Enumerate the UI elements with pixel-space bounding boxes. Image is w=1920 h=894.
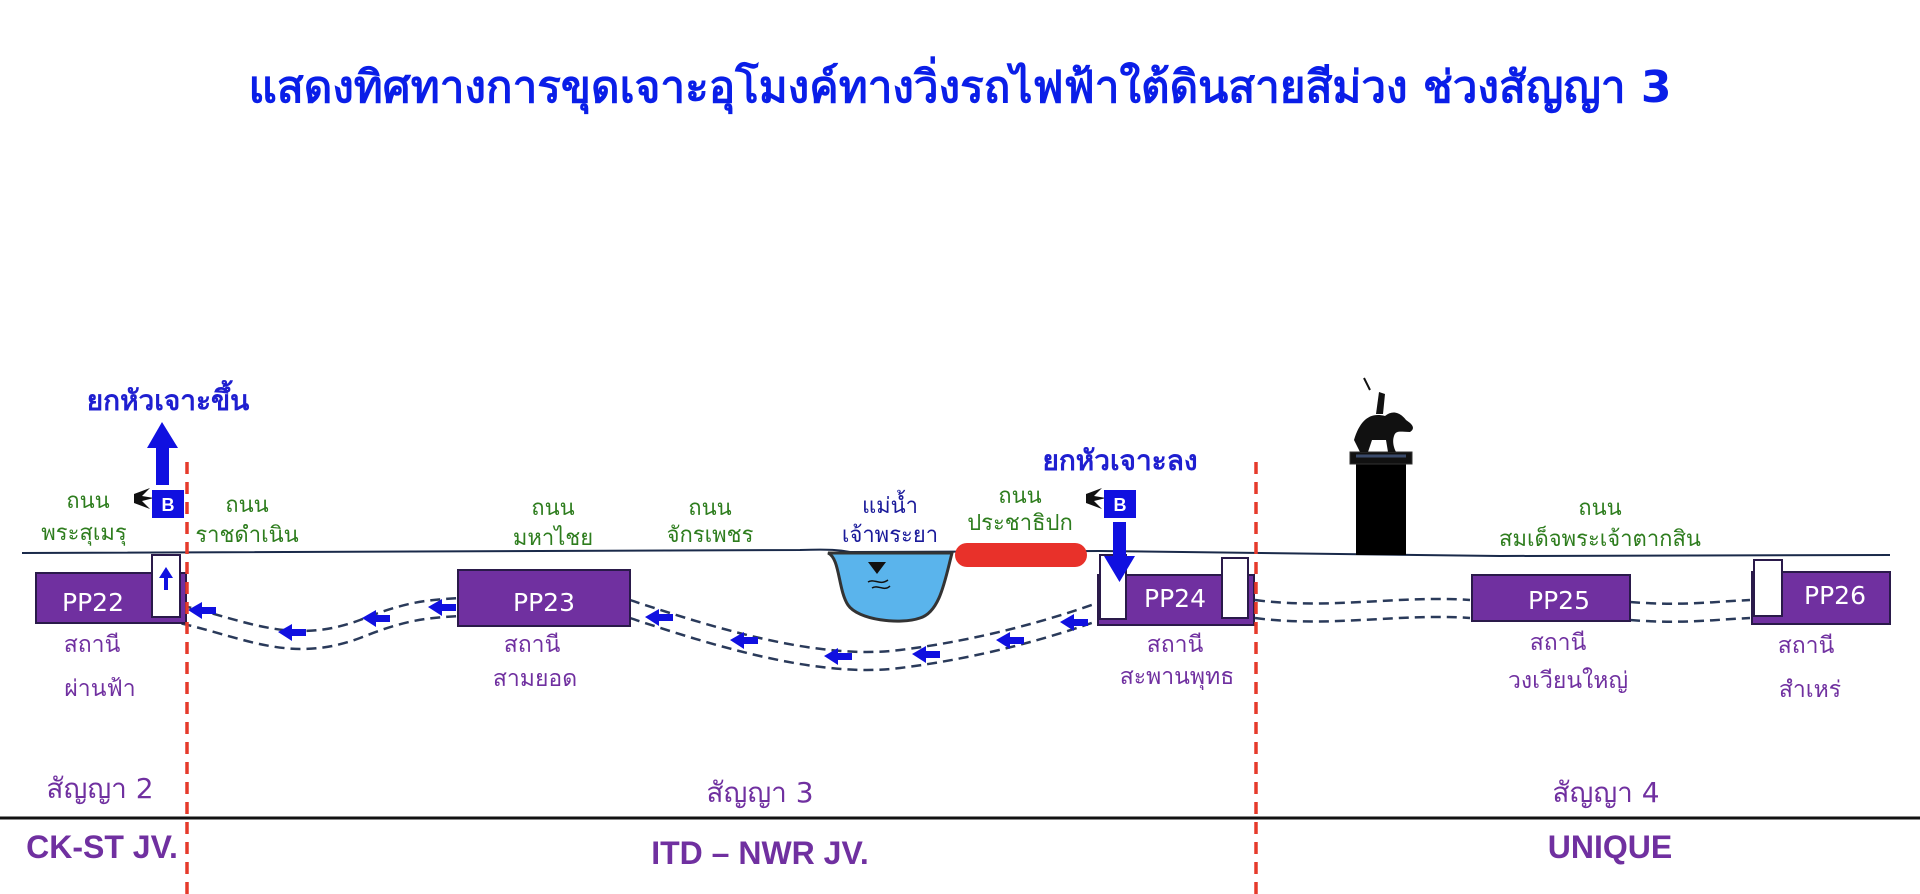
road-label: ถนน bbox=[531, 496, 574, 521]
tunnel-lines bbox=[149, 596, 1751, 672]
arrow-up-icon bbox=[159, 567, 173, 590]
station-code: PP23 bbox=[513, 588, 575, 617]
b-marker-text: B bbox=[162, 495, 175, 515]
station-code: PP22 bbox=[62, 588, 124, 617]
contract-name: สัญญา 2 bbox=[46, 772, 153, 805]
obstacle-bar bbox=[955, 543, 1087, 567]
station-label: สถานี bbox=[1778, 633, 1835, 659]
contractor-name: ITD – NWR JV. bbox=[651, 835, 869, 871]
station-name: สะพานพุทธ bbox=[1120, 664, 1235, 690]
road-label: สมเด็จพระเจ้าตากสิน bbox=[1499, 524, 1701, 552]
station-pp25: PP25 bbox=[1471, 574, 1631, 622]
water-level-icon bbox=[868, 562, 886, 574]
river-basin bbox=[827, 551, 954, 623]
up-arrow-icon bbox=[147, 422, 178, 485]
monument-icon bbox=[1349, 377, 1413, 555]
road-label: มหาไชย bbox=[513, 525, 593, 551]
road-label: ถนน bbox=[1578, 496, 1621, 521]
page-title: แสดงทิศทางการขุดเจาะอุโมงค์ทางวิ่งรถไฟฟ้… bbox=[248, 62, 1672, 113]
station-label: สถานี bbox=[1147, 632, 1204, 658]
contractor-name: CK-ST JV. bbox=[26, 829, 178, 865]
station-name: สามยอด bbox=[493, 666, 577, 692]
station-code: PP24 bbox=[1144, 584, 1206, 613]
lower-down-label: ยกหัวเจาะลง bbox=[1042, 444, 1197, 477]
contract-name: สัญญา 4 bbox=[1552, 776, 1659, 809]
station-pp22: PP22 bbox=[35, 554, 187, 624]
b-marker-right: B bbox=[1086, 488, 1136, 518]
road-label: ถนน bbox=[688, 496, 731, 521]
station-name: สำเหร่ bbox=[1779, 677, 1841, 703]
down-arrow-icon bbox=[1104, 522, 1135, 582]
road-label: ถนน bbox=[66, 489, 109, 514]
road-label: ถนน bbox=[225, 493, 268, 518]
road-label: จักรเพชร bbox=[667, 523, 754, 548]
station-name: วงเวียนใหญ่ bbox=[1508, 667, 1628, 694]
b-marker-text: B bbox=[1114, 495, 1127, 515]
station-label: สถานี bbox=[64, 632, 121, 658]
lift-up-label: ยกหัวเจาะขึ้น bbox=[87, 379, 250, 417]
river-label: เจ้าพระยา bbox=[842, 523, 938, 548]
direction-arrows bbox=[188, 599, 1088, 665]
station-code: PP25 bbox=[1528, 586, 1590, 615]
contract-boundaries bbox=[185, 462, 1258, 894]
contractor-name: UNIQUE bbox=[1548, 829, 1672, 865]
station-label: สถานี bbox=[504, 632, 561, 658]
road-label: พระสุเมรุ bbox=[41, 521, 127, 546]
river-label: แม่น้ำ bbox=[862, 490, 918, 519]
station-pp23: PP23 bbox=[457, 569, 631, 627]
road-label: ประชาธิปก bbox=[967, 511, 1073, 536]
road-label: ราชดำเนิน bbox=[195, 523, 298, 548]
station-label: สถานี bbox=[1530, 630, 1587, 656]
road-label: ถนน bbox=[998, 484, 1041, 509]
station-code: PP26 bbox=[1804, 581, 1866, 610]
station-name: ผ่านฟ้า bbox=[64, 676, 135, 702]
contract-name: สัญญา 3 bbox=[706, 776, 813, 809]
station-pp24: PP24 bbox=[1097, 554, 1255, 626]
b-marker-left: B bbox=[134, 488, 184, 518]
station-pp26: PP26 bbox=[1751, 559, 1891, 625]
